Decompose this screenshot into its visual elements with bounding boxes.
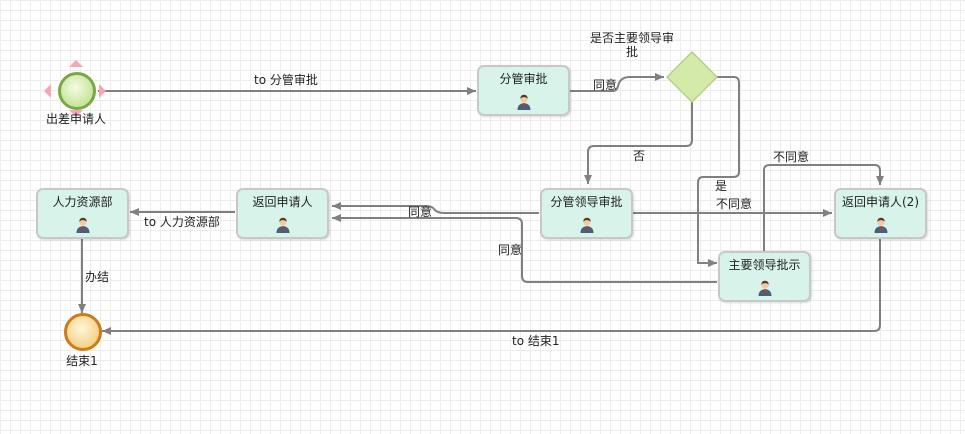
user-icon — [517, 94, 530, 110]
task-return-applicant[interactable]: 返回申请人 — [236, 188, 329, 239]
user-icon — [758, 280, 771, 296]
task-hr-department[interactable]: 人力资源部 — [36, 188, 129, 239]
user-icon — [76, 217, 89, 233]
edge-label-no: 否 — [633, 149, 646, 163]
edge-label-to-branch-approve: to 分管审批 — [254, 73, 318, 87]
edge-label-finish: 办结 — [85, 270, 110, 284]
task-hr-department-label: 人力资源部 — [52, 195, 113, 209]
exclusive-gateway[interactable] — [666, 51, 718, 103]
gateway-label-line2: 批 — [625, 45, 638, 59]
edge-label-agree-low: 同意 — [498, 243, 523, 257]
edge-branch-leader-agree[interactable] — [332, 202, 539, 214]
start-event-label: 出差申请人 — [45, 112, 106, 126]
start-event[interactable] — [58, 72, 96, 110]
edge-gateway-yes[interactable] — [697, 76, 740, 267]
edge-label-disagree-mid: 不同意 — [716, 197, 753, 211]
user-icon — [874, 217, 887, 233]
edge-label-to-end: to 结束1 — [512, 334, 560, 348]
edge-label-disagree-top: 不同意 — [773, 150, 810, 164]
task-main-leader[interactable]: 主要领导批示 — [718, 251, 811, 302]
edge-label-to-hr: to 人力资源部 — [144, 215, 220, 229]
user-icon — [276, 217, 289, 233]
user-icon — [580, 217, 593, 233]
task-branch-leader-label: 分管领导审批 — [550, 195, 623, 209]
task-branch-leader[interactable]: 分管领导审批 — [540, 188, 633, 239]
task-return-applicant-label: 返回申请人 — [252, 195, 313, 209]
end-event[interactable] — [64, 313, 102, 351]
edge-label-agree-mid: 同意 — [408, 205, 433, 219]
edge-main-leader-agree[interactable] — [332, 214, 717, 283]
selection-handle-bottom[interactable] — [69, 110, 83, 117]
edge-label-agree-gateway: 同意 — [593, 78, 618, 92]
task-return-applicant-2-label: 返回申请人(2) — [842, 195, 919, 209]
selection-handle-top[interactable] — [69, 60, 83, 67]
task-branch-approve-label: 分管审批 — [499, 72, 548, 86]
task-main-leader-label: 主要领导批示 — [728, 258, 801, 272]
edge-main-leader-disagree[interactable] — [763, 164, 884, 251]
task-return-applicant-2[interactable]: 返回申请人(2) — [834, 188, 927, 239]
edge-gateway-no[interactable] — [584, 102, 693, 184]
edge-branch-approve-to-gateway[interactable] — [570, 73, 664, 92]
edge-return2-to-end[interactable] — [102, 239, 881, 335]
selection-handle-right[interactable] — [99, 84, 106, 98]
selection-handle-left[interactable] — [44, 84, 51, 98]
end-event-label: 结束1 — [66, 354, 98, 368]
task-branch-approve[interactable]: 分管审批 — [477, 65, 570, 116]
edge-label-yes: 是 — [715, 179, 728, 193]
gateway-label-line1: 是否主要领导审 — [589, 31, 674, 45]
